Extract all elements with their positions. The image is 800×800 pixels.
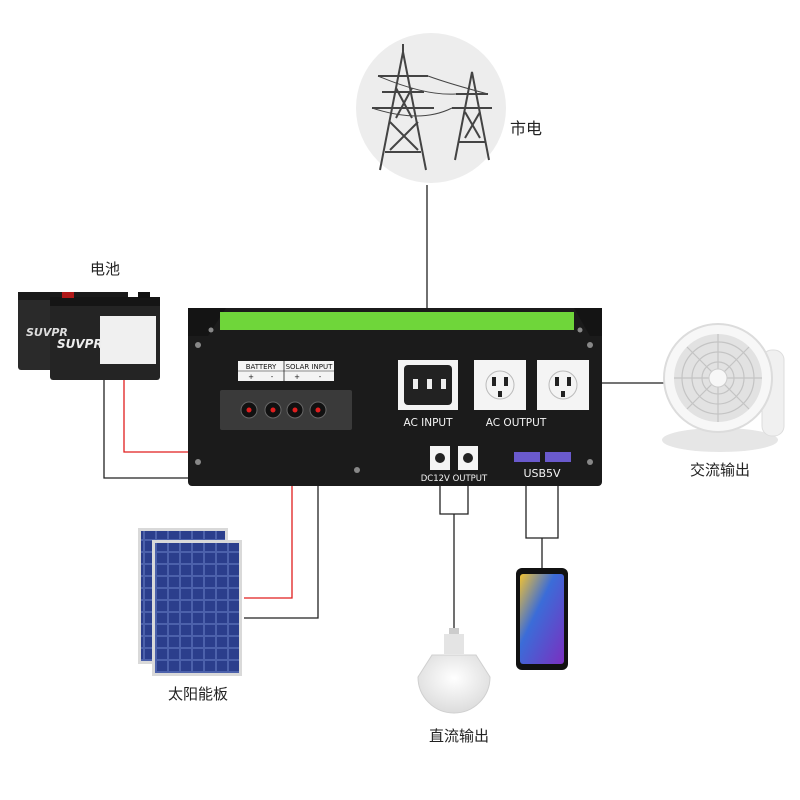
ac-input-socket: AC INPUT: [398, 360, 458, 429]
solar-label: 太阳能板: [168, 685, 228, 703]
terminal-label-strip: BATTERY SOLAR INPUT + - + -: [238, 361, 334, 381]
solar-plus-label: +: [294, 373, 300, 381]
dc-terminal-block: [220, 390, 352, 430]
dc12v-output-jacks: DC12V OUTPUT: [421, 446, 488, 484]
dc-output-label: 直流输出: [429, 727, 489, 745]
solar-minus-label: -: [319, 373, 322, 381]
ac-output-device-label: 交流输出: [690, 461, 750, 479]
solar-node: 太阳能板: [138, 528, 242, 703]
ac-input-label: AC INPUT: [403, 417, 453, 429]
battery-node: 电池 SUVPR SUVPR: [18, 260, 160, 380]
fan-icon: [662, 323, 785, 452]
battery-brand-back: SUVPR: [26, 326, 68, 339]
battery-plus-label: +: [248, 373, 254, 381]
light-bulb-icon: [417, 628, 491, 714]
inverter-device: BATTERY SOLAR INPUT + - + - AC INP: [188, 308, 602, 486]
usb-wire: [525, 480, 559, 539]
smartphone-icon: [516, 568, 568, 670]
usb-ports: USB5V: [514, 452, 571, 480]
solar-panel-icon: [138, 528, 242, 676]
solar-terminal-label: SOLAR INPUT: [286, 363, 334, 371]
usb-output-node: [516, 568, 568, 670]
dc12v-output-label: DC12V OUTPUT: [421, 474, 488, 484]
ac-output-label: AC OUTPUT: [486, 417, 547, 429]
battery-terminal-label: BATTERY: [246, 363, 277, 371]
dc-output-node: 直流输出: [417, 628, 491, 745]
grid-node: 市电: [356, 33, 542, 183]
power-tower-icon: [371, 44, 492, 171]
grid-label: 市电: [510, 119, 542, 138]
usb5v-label: USB5V: [523, 467, 561, 480]
battery-brand-front: SUVPR: [57, 337, 103, 351]
device-top-green-strip: [220, 312, 574, 330]
device-front-panel: [188, 308, 602, 486]
battery-minus-label: -: [271, 373, 274, 381]
ac-output-sockets: AC OUTPUT: [474, 360, 589, 429]
battery-icon: SUVPR SUVPR: [18, 292, 160, 380]
ac-output-node: 交流输出: [662, 323, 785, 479]
battery-label: 电池: [90, 260, 120, 278]
screw-icons: [195, 327, 593, 473]
